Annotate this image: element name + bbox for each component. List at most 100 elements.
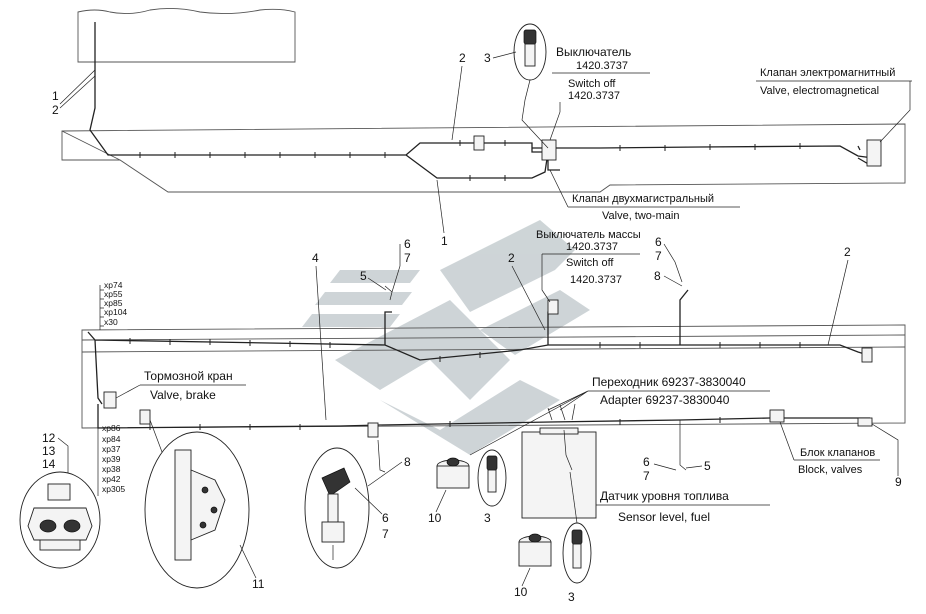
harness-end-connector bbox=[857, 417, 873, 427]
bottom-frame-outline bbox=[81, 324, 906, 429]
callout-12: 12 bbox=[42, 431, 56, 445]
valve-block-label-ru: Блок клапанов bbox=[800, 447, 875, 459]
watermark-bar bbox=[330, 270, 420, 283]
switch-body bbox=[487, 469, 497, 493]
switch-body bbox=[572, 543, 582, 569]
callout-3: 3 bbox=[484, 51, 491, 65]
callout-2: 2 bbox=[508, 251, 515, 265]
callout-13: 13 bbox=[42, 444, 56, 458]
callout-1: 1 bbox=[441, 234, 448, 248]
callout-leader bbox=[391, 244, 401, 293]
harness-tie bbox=[384, 285, 393, 301]
harness-clamp bbox=[473, 135, 485, 151]
two-main-valve-label-ru: Клапан двухмагистральный bbox=[572, 193, 714, 205]
branch-wire bbox=[679, 420, 687, 471]
fuel-tank-lid bbox=[539, 427, 579, 435]
callout-leader bbox=[451, 65, 463, 141]
top-harness bbox=[89, 22, 874, 179]
sensor-wire bbox=[563, 429, 573, 471]
brake-valve-label-ru: Тормозной кран bbox=[144, 369, 233, 383]
switch-mount-detail bbox=[321, 467, 351, 560]
connector-label: xp39 bbox=[102, 454, 121, 464]
callout-leader bbox=[779, 421, 795, 461]
callout-leader bbox=[315, 265, 327, 421]
callout-1: 1 bbox=[52, 89, 59, 103]
harness-end-connector bbox=[861, 347, 873, 363]
switch-en-code: 1420.3737 bbox=[568, 90, 620, 102]
callout-leader bbox=[115, 384, 141, 399]
callout-5: 5 bbox=[704, 459, 711, 473]
callout-10: 10 bbox=[514, 585, 528, 599]
switch-wire bbox=[521, 79, 549, 149]
two-main-valve-label-en: Valve, two-main bbox=[602, 210, 679, 222]
mass-switch-part bbox=[547, 299, 559, 315]
top-harness-ticks bbox=[139, 140, 801, 181]
callout-leader bbox=[511, 265, 546, 331]
connector-label: xp84 bbox=[102, 434, 121, 444]
callout-leader bbox=[653, 463, 703, 471]
callout-10: 10 bbox=[428, 511, 442, 525]
switch-head bbox=[486, 455, 498, 471]
valve-block-label-en: Block, valves bbox=[798, 464, 863, 476]
electromagnetic-valve-label-ru: Клапан электромагнитный bbox=[760, 67, 895, 79]
callout-leader bbox=[549, 169, 569, 208]
callout-leader bbox=[149, 419, 257, 579]
harness-clamp bbox=[367, 422, 379, 438]
connector-label: xp86 bbox=[102, 423, 121, 433]
electromagnetic-valve-part bbox=[866, 139, 882, 167]
mass-switch-en-code: 1420.3737 bbox=[570, 274, 622, 286]
fuel-sensor-label-ru: Датчик уровня топлива bbox=[600, 489, 729, 503]
callout-leader bbox=[871, 423, 899, 476]
brake-valve-label-en: Valve, brake bbox=[150, 388, 216, 402]
callout-leader bbox=[469, 390, 589, 456]
callout-leader bbox=[59, 69, 96, 109]
adapter-part bbox=[436, 457, 470, 489]
watermark-bar bbox=[315, 292, 412, 305]
callout-7: 7 bbox=[382, 527, 389, 541]
adapter-label-en: Adapter 69237-3830040 bbox=[600, 393, 730, 407]
top-frame-outline bbox=[61, 123, 906, 193]
callout-6: 6 bbox=[382, 511, 389, 525]
callout-2: 2 bbox=[52, 103, 59, 117]
callout-leader bbox=[367, 277, 387, 291]
switch-body bbox=[524, 43, 536, 67]
branch-wire bbox=[569, 471, 578, 524]
callout-leader bbox=[549, 102, 561, 141]
callout-leader bbox=[541, 254, 551, 303]
callout-8: 8 bbox=[404, 455, 411, 469]
callout-leader bbox=[521, 567, 531, 587]
callout-6: 6 bbox=[655, 235, 662, 249]
bottom-frame-rail bbox=[81, 334, 906, 341]
callout-3: 3 bbox=[484, 511, 491, 525]
harness-clamp bbox=[139, 409, 151, 425]
callout-11: 11 bbox=[252, 577, 265, 591]
callout-6: 6 bbox=[404, 237, 411, 251]
electromagnetic-valve-label-en: Valve, electromagnetical bbox=[760, 85, 879, 97]
bottom-frame-rail bbox=[81, 346, 906, 353]
mass-switch-code: 1420.3737 bbox=[566, 241, 618, 253]
brake-valve-part bbox=[103, 391, 117, 409]
callout-leader bbox=[354, 461, 403, 515]
connector-label: xp55 bbox=[104, 289, 123, 299]
switch-code: 1420.3737 bbox=[576, 60, 628, 72]
callout-8: 8 bbox=[654, 269, 661, 283]
brake-valve-section-detail bbox=[174, 449, 226, 561]
callout-leader bbox=[435, 489, 447, 513]
fuel-tank bbox=[521, 431, 597, 519]
watermark-chevron bbox=[440, 220, 575, 312]
branch-wire bbox=[377, 439, 386, 473]
connector-bracket bbox=[99, 285, 104, 330]
connector-label: xp85 bbox=[104, 298, 123, 308]
two-main-valve-part bbox=[541, 139, 557, 161]
connector-label: xp38 bbox=[102, 464, 121, 474]
callout-14: 14 bbox=[42, 457, 56, 471]
callout-leader bbox=[663, 243, 683, 287]
callout-leader bbox=[827, 259, 849, 346]
connector-label: xp74 bbox=[104, 280, 123, 290]
brake-valve-detail bbox=[27, 483, 93, 551]
callout-2: 2 bbox=[459, 51, 466, 65]
fuel-sensor-label-en: Sensor level, fuel bbox=[618, 510, 710, 524]
callout-5: 5 bbox=[360, 269, 367, 283]
callout-6: 6 bbox=[643, 455, 650, 469]
